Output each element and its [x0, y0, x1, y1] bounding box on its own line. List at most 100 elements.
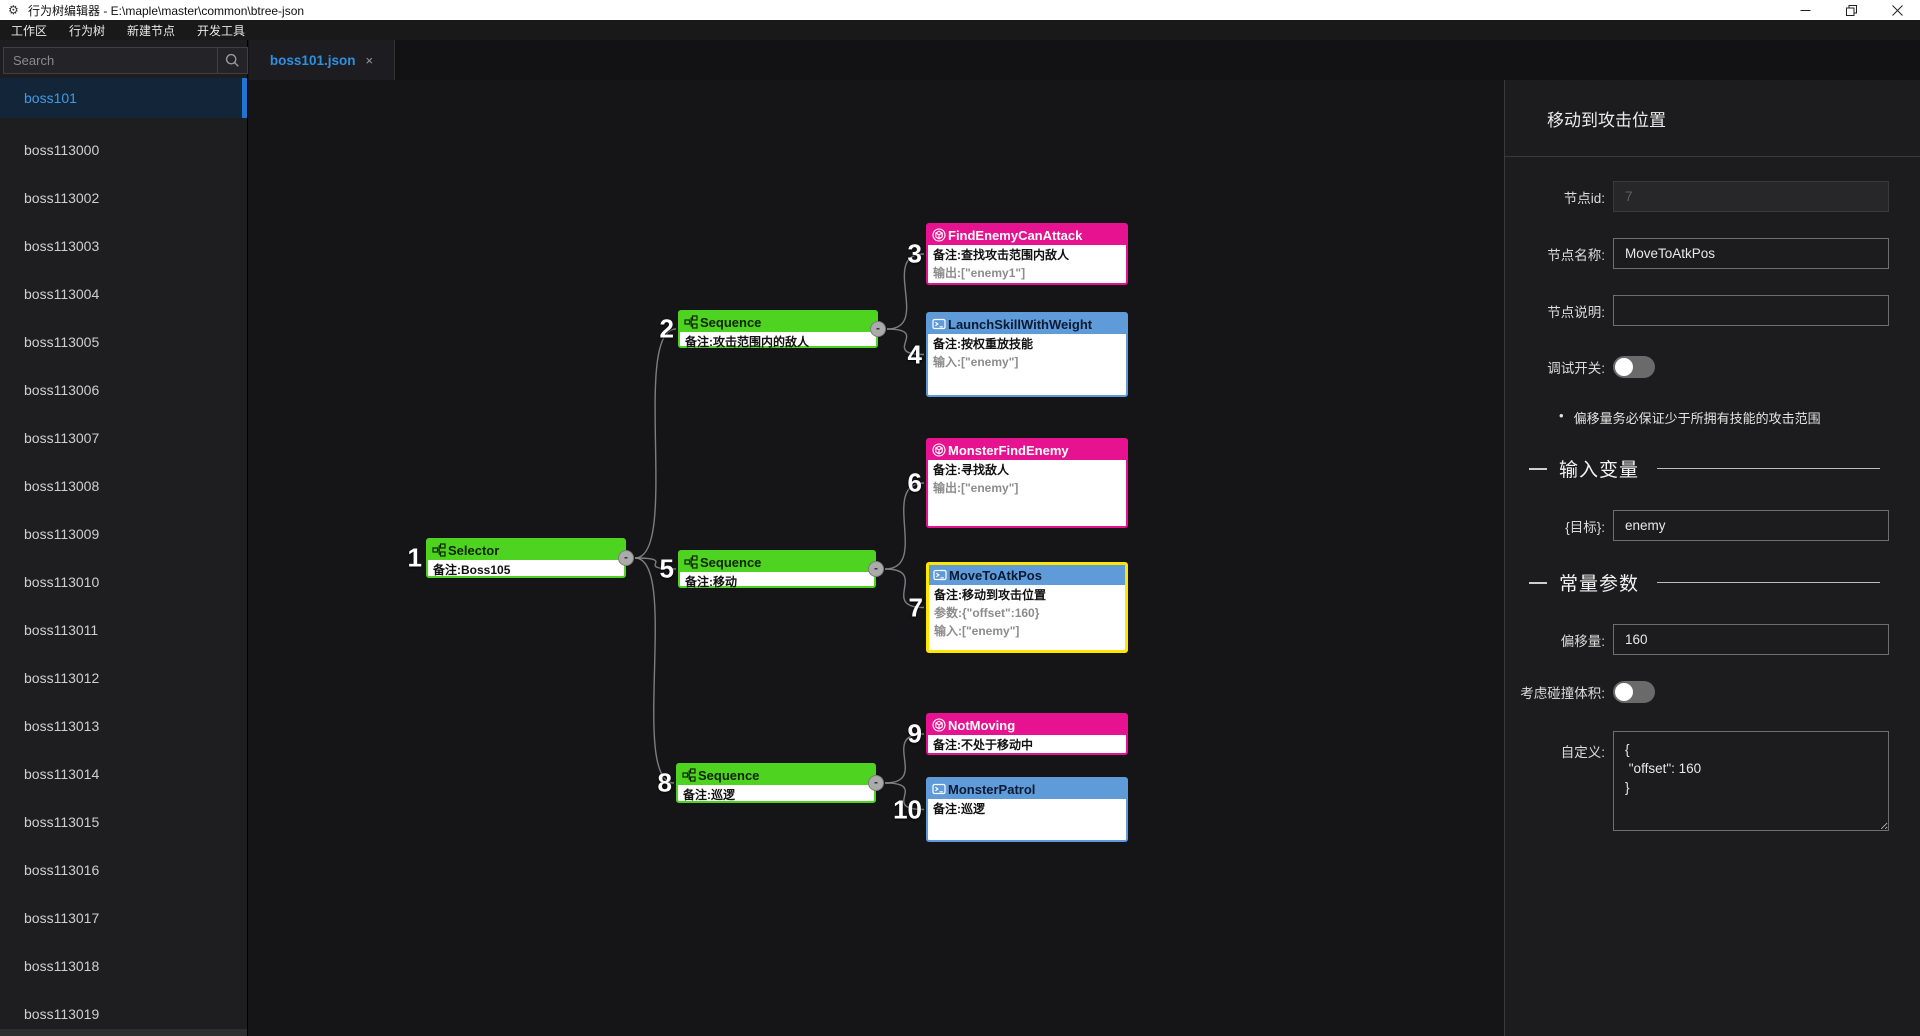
note-row: • 偏移量务必保证少于所拥有技能的攻击范围: [1559, 408, 1896, 427]
tab-close-icon[interactable]: ×: [365, 52, 374, 68]
sidebar-item-boss113005[interactable]: boss113005: [0, 318, 247, 366]
node-name: MonsterFindEnemy: [948, 442, 1069, 458]
custom-json-field[interactable]: { "offset": 160 }: [1613, 731, 1889, 831]
tree-icon: [684, 555, 698, 569]
node-line: 备注:攻击范围内的敌人: [685, 335, 809, 349]
tabstrip: boss101.json ×: [249, 40, 1920, 80]
search-button[interactable]: [217, 48, 247, 73]
sidebar-item-boss113019[interactable]: boss113019: [0, 990, 247, 1029]
sidebar-item-boss113007[interactable]: boss113007: [0, 414, 247, 462]
target-field[interactable]: [1613, 510, 1889, 541]
search-box: [3, 47, 248, 74]
sidebar-item-label: boss113002: [24, 190, 100, 206]
sidebar-hscrollbar[interactable]: [0, 1029, 247, 1036]
collision-toggle[interactable]: [1613, 681, 1655, 703]
sidebar-item-boss113014[interactable]: boss113014: [0, 750, 247, 798]
sidebar-item-boss113003[interactable]: boss113003: [0, 222, 247, 270]
collapse-connector[interactable]: -: [868, 775, 884, 791]
sidebar-item-label: boss113003: [24, 238, 100, 254]
sidebar-item-boss113017[interactable]: boss113017: [0, 894, 247, 942]
node-number: 3: [907, 238, 922, 269]
node-name-field[interactable]: [1613, 238, 1889, 269]
offset-field[interactable]: [1613, 624, 1889, 655]
sidebar-item-boss113004[interactable]: boss113004: [0, 270, 247, 318]
selected-indicator: [242, 78, 247, 118]
node-name: LaunchSkillWithWeight: [948, 316, 1093, 332]
section-rule: [1657, 468, 1880, 469]
search-input[interactable]: [4, 48, 217, 73]
sidebar-item-label: boss113006: [24, 382, 100, 398]
collapse-connector[interactable]: -: [870, 321, 886, 337]
sidebar-item-boss113016[interactable]: boss113016: [0, 846, 247, 894]
node-number: 8: [657, 767, 672, 798]
sidebar-item-boss113015[interactable]: boss113015: [0, 798, 247, 846]
collapse-connector[interactable]: -: [618, 550, 634, 566]
menu-item-0[interactable]: 工作区: [11, 23, 48, 38]
node-name: Sequence: [698, 767, 760, 783]
sidebar-item-boss113012[interactable]: boss113012: [0, 654, 247, 702]
collapse-connector[interactable]: -: [868, 561, 884, 577]
restore-icon: [1845, 4, 1857, 16]
app-icon: ⚙: [8, 2, 19, 17]
sidebar-item-label: boss113016: [24, 862, 100, 878]
node-number: 5: [659, 553, 674, 584]
menu-item-2[interactable]: 新建节点: [127, 23, 176, 38]
node-body: 备注:巡逻: [678, 785, 874, 805]
sidebar-item-boss113000[interactable]: boss113000: [0, 126, 247, 174]
sidebar-item-label: boss113018: [24, 958, 100, 974]
node-line: 备注:移动: [685, 575, 737, 589]
node-line: 输入:["enemy"]: [934, 624, 1020, 638]
menu-item-1[interactable]: 行为树: [69, 23, 106, 38]
tab-boss101-json[interactable]: boss101.json ×: [249, 40, 395, 80]
window-title: 行为树编辑器 - E:\maple\master\common\btree-js…: [28, 3, 305, 18]
node-header: NotMoving: [928, 715, 1126, 735]
node-body: 备注:攻击范围内的敌人: [680, 332, 876, 352]
node-number: 9: [907, 718, 922, 749]
sidebar-item-label: boss113017: [24, 910, 100, 926]
sidebar-item-boss113011[interactable]: boss113011: [0, 606, 247, 654]
restore-button[interactable]: [1828, 0, 1874, 20]
sidebar-item-boss113009[interactable]: boss113009: [0, 510, 247, 558]
sidebar-item-boss113010[interactable]: boss113010: [0, 558, 247, 606]
bt-node-Sequence[interactable]: Sequence 备注:巡逻 - 8: [658, 763, 884, 805]
sidebar-list: boss101 boss113000 boss113002 boss113003 bos…: [0, 78, 247, 1029]
cube-icon: [932, 443, 946, 457]
sidebar-item-boss113006[interactable]: boss113006: [0, 366, 247, 414]
menu-item-3[interactable]: 开发工具: [197, 23, 246, 38]
node-body: 备注:Boss105: [428, 560, 624, 580]
node-number: 7: [908, 592, 923, 622]
node-line: 备注:按权重放技能: [933, 337, 1033, 351]
node-line: 备注:巡逻: [683, 788, 735, 802]
bt-node-Sequence[interactable]: Sequence 备注:移动 - 5: [660, 550, 884, 589]
node-line: 输出:["enemy"]: [933, 481, 1019, 495]
sidebar-item-boss113013[interactable]: boss113013: [0, 702, 247, 750]
node-desc-field[interactable]: [1613, 295, 1889, 326]
target-label: {目标}:: [1565, 519, 1605, 535]
node-header: MonsterPatrol: [928, 779, 1126, 799]
cube-icon: [932, 718, 946, 732]
node-header: Sequence: [680, 552, 874, 572]
titlebar: ⚙ 行为树编辑器 - E:\maple\master\common\btree-…: [0, 0, 1920, 20]
node-header: LaunchSkillWithWeight: [928, 314, 1126, 334]
debug-toggle[interactable]: [1613, 356, 1655, 378]
node-name: MonsterPatrol: [948, 781, 1036, 797]
close-button[interactable]: [1874, 0, 1920, 20]
minimize-icon: [1800, 9, 1810, 11]
const-params-section: 常量参数: [1529, 569, 1880, 596]
sidebar-item-boss101[interactable]: boss101: [0, 78, 247, 118]
sidebar-item-boss113002[interactable]: boss113002: [0, 174, 247, 222]
tree-icon: [682, 768, 696, 782]
minimize-button[interactable]: [1782, 0, 1828, 20]
offset-label: 偏移量:: [1560, 633, 1605, 649]
sidebar-item-boss113018[interactable]: boss113018: [0, 942, 247, 990]
sidebar-item-boss113008[interactable]: boss113008: [0, 462, 247, 510]
